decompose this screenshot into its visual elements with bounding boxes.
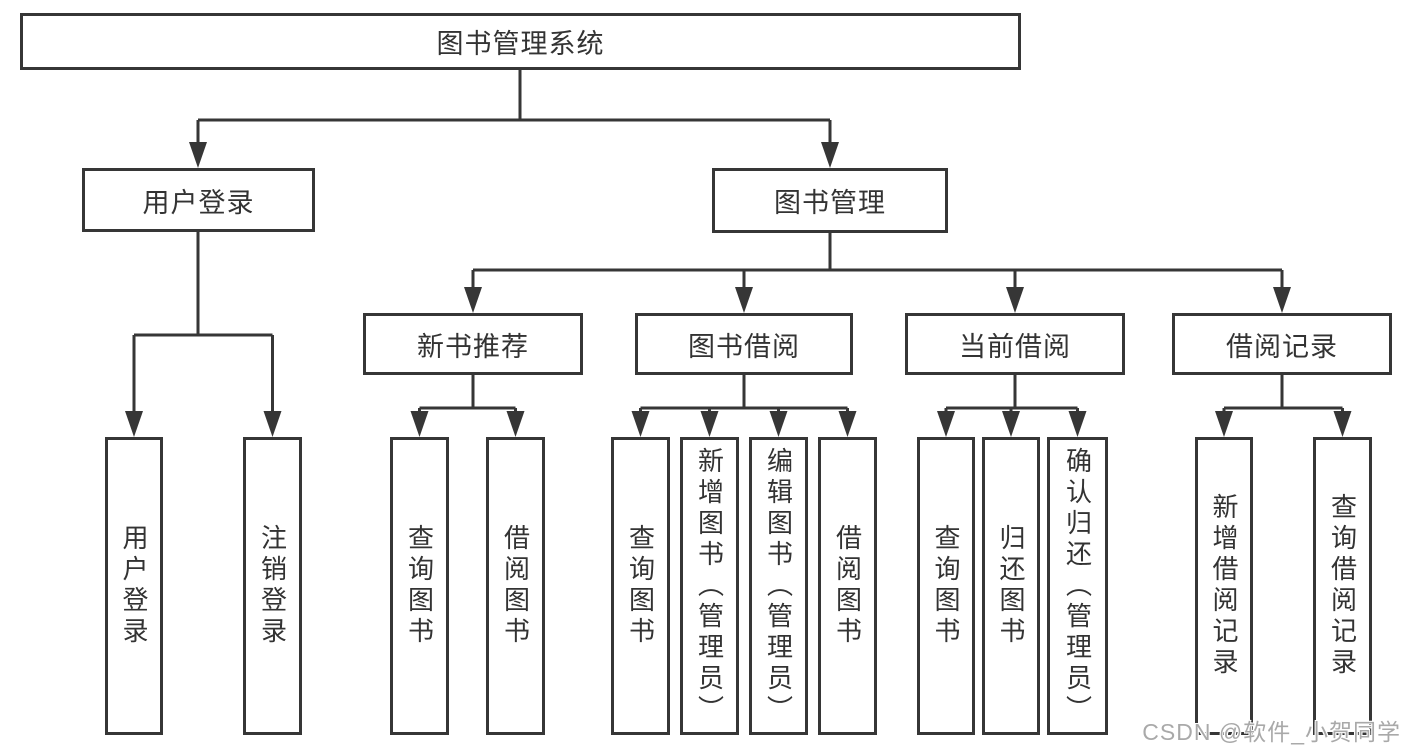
arrowhead-icon — [1068, 411, 1087, 437]
arrowhead-icon — [125, 411, 143, 437]
leaf-confirm-return-admin: 确认归还（管理员） — [1047, 437, 1108, 735]
arrowhead-icon — [821, 142, 839, 168]
leaf-borrow-books: 借阅图书 — [818, 437, 877, 735]
arrowhead-icon — [700, 411, 719, 437]
arrowhead-icon — [1273, 287, 1291, 313]
leaf-logout: 注销登录 — [243, 437, 302, 735]
arrowhead-icon — [1002, 411, 1020, 437]
node-root: 图书管理系统 — [20, 13, 1021, 70]
arrowhead-icon — [189, 142, 207, 168]
arrowhead-icon — [410, 411, 429, 437]
leaf-return-books: 归还图书 — [982, 437, 1040, 735]
arrowhead-icon — [735, 287, 753, 313]
node-user-login: 用户登录 — [82, 168, 315, 232]
arrowhead-icon — [1333, 411, 1352, 437]
arrowhead-icon — [506, 411, 525, 437]
leaf-borrow-books: 借阅图书 — [486, 437, 545, 735]
arrowhead-icon — [769, 411, 788, 437]
leaf-add-borrow-record: 新增借阅记录 — [1195, 437, 1253, 735]
leaf-edit-books-admin: 编辑图书（管理员） — [749, 437, 808, 735]
leaf-query-books: 查询图书 — [611, 437, 670, 735]
node-new-book-recommend: 新书推荐 — [363, 313, 583, 375]
arrowhead-icon — [838, 411, 857, 437]
arrowhead-icon — [263, 411, 282, 437]
leaf-user-login: 用户登录 — [105, 437, 163, 735]
node-book-borrowing: 图书借阅 — [635, 313, 853, 375]
node-current-borrowing: 当前借阅 — [905, 313, 1125, 375]
node-borrowing-records: 借阅记录 — [1172, 313, 1392, 375]
arrowhead-icon — [464, 287, 482, 313]
leaf-query-books: 查询图书 — [917, 437, 975, 735]
node-book-management: 图书管理 — [712, 168, 948, 233]
arrowhead-icon — [1215, 411, 1233, 437]
leaf-query-books: 查询图书 — [390, 437, 449, 735]
leaf-query-borrow-record: 查询借阅记录 — [1313, 437, 1372, 735]
arrowhead-icon — [937, 411, 955, 437]
leaf-add-books-admin: 新增图书（管理员） — [680, 437, 739, 735]
arrowhead-icon — [631, 411, 650, 437]
watermark: CSDN @软件_小贺同学 — [1142, 719, 1401, 745]
arrowhead-icon — [1006, 287, 1024, 313]
